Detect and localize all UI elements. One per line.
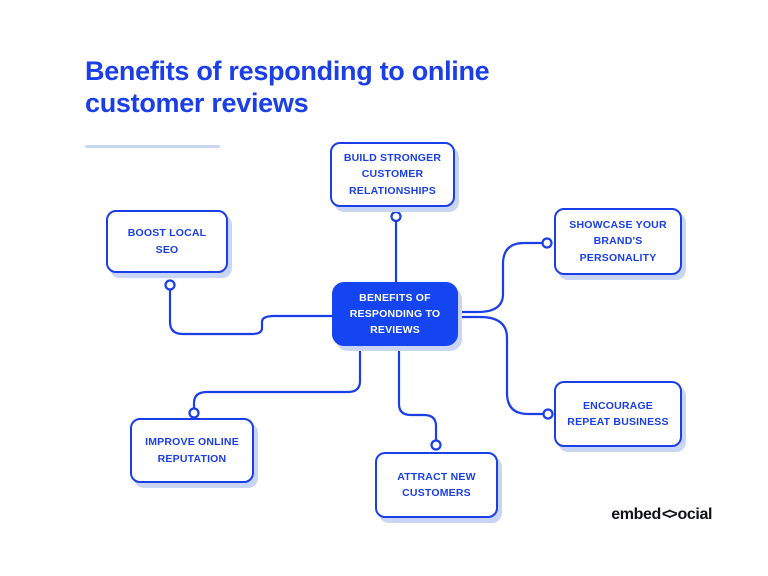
edge-terminal-dot bbox=[164, 279, 176, 291]
edge-center-showcase bbox=[456, 241, 543, 314]
node-boost-local-seo: BOOST LOCAL SEO bbox=[106, 210, 228, 273]
edge-center-boost bbox=[168, 288, 334, 336]
edge-center-encourage bbox=[456, 315, 544, 416]
node-encourage-repeat-business: ENCOURAGE REPEAT BUSINESS bbox=[554, 381, 682, 447]
edge-center-attract bbox=[397, 344, 438, 442]
node-attract-new-customers: ATTRACT NEW CUSTOMERS bbox=[375, 452, 498, 518]
logo-brackets-icon: <> bbox=[661, 506, 678, 523]
edge-terminal-dot bbox=[188, 407, 200, 419]
edge-terminal-dot bbox=[541, 237, 553, 249]
node-build-stronger-customer-relationships: BUILD STRONGER CUSTOMER RELATIONSHIPS bbox=[330, 142, 455, 207]
embedsocial-logo: embed<>ocial bbox=[611, 506, 712, 524]
title-underline-rule bbox=[85, 145, 220, 148]
node-center-benefits-of-responding: BENEFITS OF RESPONDING TO REVIEWS bbox=[332, 282, 458, 346]
edge-terminal-dot bbox=[542, 408, 554, 420]
edge-terminal-dot bbox=[430, 439, 442, 451]
node-showcase-your-brands-personality: SHOWCASE YOUR BRAND'S PERSONALITY bbox=[554, 208, 682, 275]
edge-center-improve bbox=[192, 344, 362, 410]
logo-text-suffix: ocial bbox=[677, 506, 713, 523]
node-improve-online-reputation: IMPROVE ONLINE REPUTATION bbox=[130, 418, 254, 483]
page-title: Benefits of responding to online custome… bbox=[85, 56, 490, 118]
logo-text-prefix: embed bbox=[611, 506, 661, 523]
edge-terminal-dot bbox=[390, 210, 402, 223]
